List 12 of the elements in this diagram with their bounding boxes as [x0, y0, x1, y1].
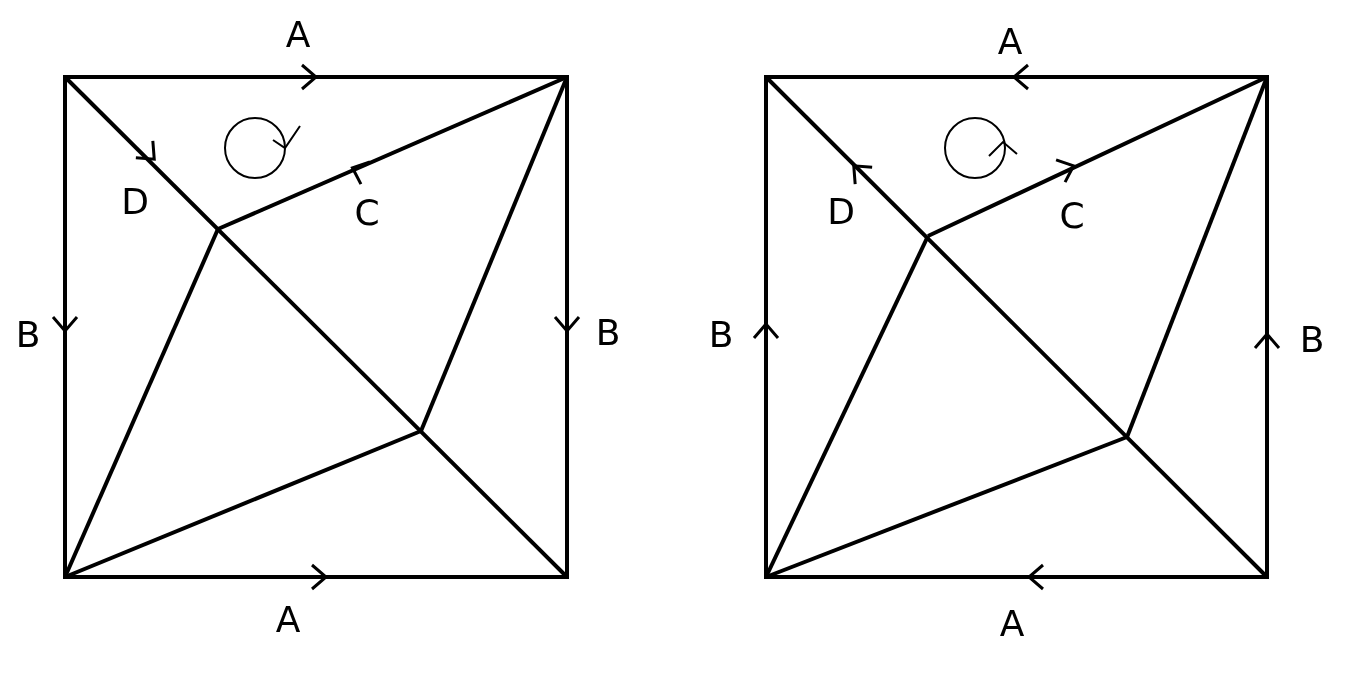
side-letter: A: [275, 602, 301, 638]
side-letter: C: [354, 195, 380, 231]
side-letter: A: [997, 24, 1023, 60]
side-letter: B: [15, 317, 41, 353]
side-letter: B: [1299, 322, 1325, 358]
side-letter: A: [285, 17, 311, 53]
side-letter: D: [827, 194, 855, 230]
side-letter: D: [121, 184, 149, 220]
side-letter: A: [999, 606, 1025, 642]
side-letter: B: [595, 315, 621, 351]
side-letter: C: [1059, 198, 1085, 234]
side-letter: B: [708, 317, 734, 353]
